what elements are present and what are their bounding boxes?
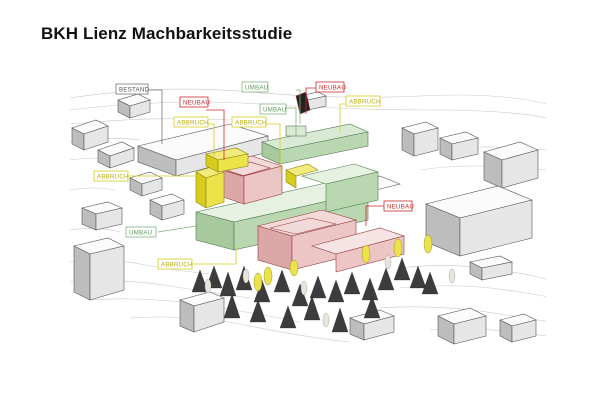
svg-text:ABBRUCH: ABBRUCH (235, 120, 267, 127)
label-neubau-right: NEUBAU (383, 200, 414, 212)
label-abbruch-left: ABBRUCH (93, 170, 129, 182)
label-abbruch-top-right: ABBRUCH (345, 95, 381, 107)
svg-text:BESTAND: BESTAND (119, 87, 149, 94)
svg-text:NEUBAU: NEUBAU (319, 85, 346, 92)
leader-lines (128, 87, 384, 265)
svg-text:NEUBAU: NEUBAU (387, 204, 414, 211)
label-umbau-left: UMBAU (125, 226, 157, 238)
svg-text:UMBAU: UMBAU (245, 85, 268, 92)
svg-text:ABBRUCH: ABBRUCH (97, 174, 129, 181)
label-abbruch-bottom: ABBRUCH (157, 258, 193, 270)
label-abbruch-top-left: ABBRUCH (173, 116, 209, 128)
abbruch-buildings (195, 147, 319, 209)
svg-text:UMBAU: UMBAU (129, 230, 152, 237)
svg-text:ABBRUCH: ABBRUCH (349, 99, 381, 106)
svg-text:ABBRUCH: ABBRUCH (161, 262, 193, 269)
trees (191, 234, 456, 333)
page-title: BKH Lienz Machbarkeitsstudie (41, 24, 293, 43)
label-umbau-top: UMBAU (241, 81, 269, 93)
svg-text:ABBRUCH: ABBRUCH (177, 120, 209, 127)
label-neubau-top-right: NEUBAU (315, 81, 346, 93)
label-umbau-mid: UMBAU (259, 103, 287, 115)
label-bestand: BESTAND (115, 83, 149, 95)
svg-text:NEUBAU: NEUBAU (183, 100, 210, 107)
label-neubau-top-left: NEUBAU (179, 96, 210, 108)
svg-text:UMBAU: UMBAU (263, 107, 286, 114)
label-abbruch-top-mid: ABBRUCH (231, 116, 267, 128)
